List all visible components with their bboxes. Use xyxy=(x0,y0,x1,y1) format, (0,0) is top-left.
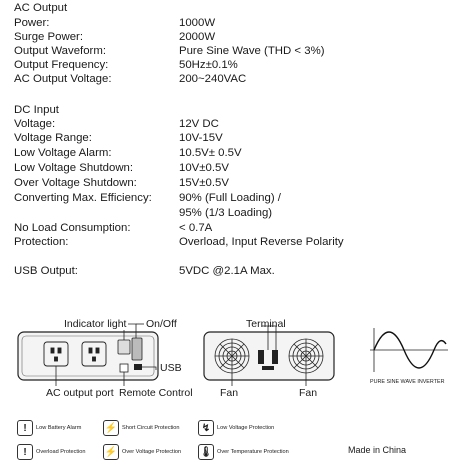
rear-panel-diagram xyxy=(203,325,335,386)
spec-value: Overload, Input Reverse Polarity xyxy=(179,236,344,248)
legend-label: Low Voltage Protection xyxy=(217,425,275,431)
spec-label: Power: xyxy=(14,17,50,29)
spec-value: 2000W xyxy=(179,31,216,43)
spec-label: AC Output Voltage: xyxy=(14,73,112,85)
ac-socket-right xyxy=(81,341,107,367)
spec-row-voltage-range: Voltage Range: 10V-15V xyxy=(14,131,454,146)
spec-row-surge-power: Surge Power: 2000W xyxy=(14,30,454,45)
spec-label: Output Frequency: xyxy=(14,59,109,71)
legend-over-temperature: 🌡 Over Temperature Protection xyxy=(198,444,289,460)
spec-label: Voltage Range: xyxy=(14,132,92,144)
spec-row-ac-output-voltage: AC Output Voltage: 200~240VAC xyxy=(14,72,454,87)
legend-over-voltage: ⚡ Over Voltage Protection xyxy=(103,444,181,460)
legend-short-circuit: ⚡ Short Circuit Protection xyxy=(103,420,180,436)
remote-port-shape xyxy=(119,363,129,373)
legend-overload: ! Overload Protection xyxy=(17,444,85,460)
spec-label: Surge Power: xyxy=(14,31,84,43)
spec-row-power: Power: 1000W xyxy=(14,16,454,31)
remote-control-label: Remote Control xyxy=(119,387,193,399)
spec-label: Low Voltage Shutdown: xyxy=(14,162,134,174)
low-voltage-icon: ↯ xyxy=(198,420,214,436)
spec-label: Low Voltage Alarm: xyxy=(14,147,112,159)
spec-value: 10V-15V xyxy=(179,132,223,144)
legend-label: Short Circuit Protection xyxy=(122,425,180,431)
front-panel-diagram xyxy=(17,323,159,386)
indicator-light-shape xyxy=(117,339,131,355)
terminal-shape xyxy=(258,350,278,370)
fan-left-label: Fan xyxy=(220,387,239,399)
spec-label: No Load Consumption: xyxy=(14,222,131,234)
spec-label: Voltage: xyxy=(14,118,56,130)
spec-row-over-voltage-shutdown: Over Voltage Shutdown: 15V±0.5V xyxy=(14,176,454,191)
ac-output-heading: AC Output xyxy=(14,2,68,14)
ac-output-port-label: AC output port xyxy=(46,387,114,399)
exclamation-icon: ! xyxy=(17,420,33,436)
spec-row-protection: Protection: Overload, Input Reverse Polar… xyxy=(14,235,454,250)
spec-row-output-waveform: Output Waveform: Pure Sine Wave (THD < 3%… xyxy=(14,44,454,59)
spec-label: Over Voltage Shutdown: xyxy=(14,177,137,189)
spec-value: 200~240VAC xyxy=(179,73,247,85)
usb-label: USB xyxy=(160,362,182,374)
spec-row-converting-efficiency-cont: 95% (1/3 Loading) xyxy=(14,206,454,221)
spec-value: 15V±0.5V xyxy=(179,177,229,189)
fan-right-label: Fan xyxy=(299,387,318,399)
spec-value: 12V DC xyxy=(179,118,219,130)
spec-value: 10.5V± 0.5V xyxy=(179,147,242,159)
spec-row-voltage: Voltage: 12V DC xyxy=(14,117,454,132)
made-in-label: Made in China xyxy=(348,445,407,455)
thermometer-icon: 🌡 xyxy=(198,444,214,460)
spec-value: 50Hz±0.1% xyxy=(179,59,238,71)
spec-value: Pure Sine Wave (THD < 3%) xyxy=(179,45,325,57)
usb-port-shape xyxy=(134,364,142,370)
legend-low-voltage: ↯ Low Voltage Protection xyxy=(198,420,274,436)
legend-label: Over Temperature Protection xyxy=(217,449,289,455)
on-off-label: On/Off xyxy=(146,318,177,330)
spec-row-no-load-consumption: No Load Consumption: < 0.7A xyxy=(14,221,454,236)
overload-icon: ! xyxy=(17,444,33,460)
legend-low-battery-alarm: ! Low Battery Alarm xyxy=(17,420,81,436)
spec-label: Converting Max. Efficiency: xyxy=(14,192,152,204)
spec-label: Protection: xyxy=(14,236,69,248)
indicator-light-label: Indicator light xyxy=(64,318,127,330)
legend-label: Overload Protection xyxy=(36,449,86,455)
spec-value: 90% (Full Loading) / xyxy=(179,192,281,204)
spec-row-converting-efficiency: Converting Max. Efficiency: 90% (Full Loa… xyxy=(14,191,454,206)
spec-value: 10V±0.5V xyxy=(179,162,229,174)
dc-input-heading: DC Input xyxy=(14,104,59,116)
spec-value: 95% (1/3 Loading) xyxy=(179,207,273,219)
spec-row-low-voltage-alarm: Low Voltage Alarm: 10.5V± 0.5V xyxy=(14,146,454,161)
on-off-switch-shape xyxy=(131,337,143,361)
legend-label: Low Battery Alarm xyxy=(36,425,82,431)
spec-value: 1000W xyxy=(179,17,216,29)
spec-row-low-voltage-shutdown: Low Voltage Shutdown: 10V±0.5V xyxy=(14,161,454,176)
spec-value: < 0.7A xyxy=(179,222,213,234)
sine-wave-logo xyxy=(370,328,448,372)
terminal-label: Terminal xyxy=(246,318,286,330)
spec-label: Output Waveform: xyxy=(14,45,106,57)
spec-row-usb-output: USB Output: 5VDC @2.1A Max. xyxy=(14,264,454,279)
spec-label: USB Output: xyxy=(14,265,78,277)
lightning-icon: ⚡ xyxy=(103,420,119,436)
legend-label: Over Voltage Protection xyxy=(122,449,182,455)
fan-left-shape xyxy=(214,338,250,374)
fan-right-shape xyxy=(288,338,324,374)
spec-value: 5VDC @2.1A Max. xyxy=(179,265,275,277)
waveform-caption: PURE SINE WAVE INVERTER xyxy=(370,379,445,385)
over-voltage-icon: ⚡ xyxy=(103,444,119,460)
spec-row-output-frequency: Output Frequency: 50Hz±0.1% xyxy=(14,58,454,73)
